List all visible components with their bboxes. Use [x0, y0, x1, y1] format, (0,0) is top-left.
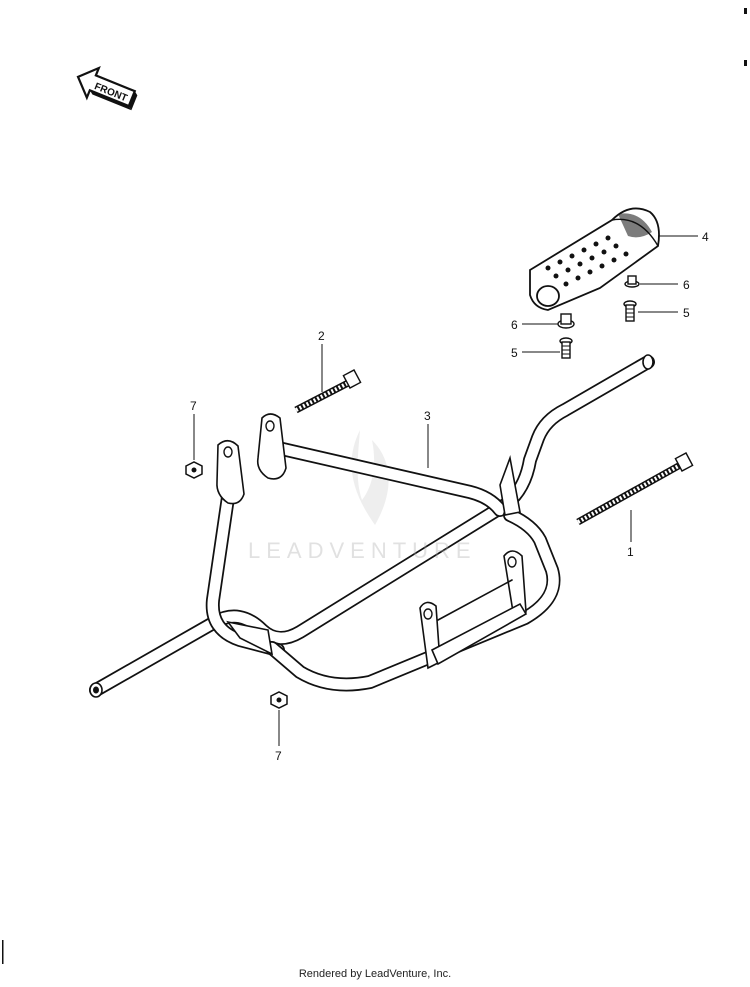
- callout-6-right: 6: [683, 278, 690, 292]
- footer-credit: Rendered by LeadVenture, Inc.: [298, 968, 452, 980]
- callout-4: 4: [702, 230, 709, 244]
- collar-part-6-right: [624, 275, 640, 288]
- watermark-logo-icon: [351, 430, 389, 525]
- edge-mark-bottom-left: [2, 940, 4, 964]
- callout-6-left: 6: [511, 318, 518, 332]
- front-arrow-icon: FRONT: [76, 65, 138, 111]
- edge-mark-upper: [744, 60, 747, 66]
- callout-7-lower: 7: [275, 749, 282, 763]
- nut-part-7-upper: [185, 461, 203, 479]
- callout-5-right: 5: [683, 306, 690, 320]
- callout-7-upper: 7: [190, 399, 197, 413]
- bolt-part-5-left: [559, 337, 573, 359]
- nut-part-7-lower: [270, 691, 288, 709]
- bolt-part-5-right: [623, 300, 637, 322]
- callout-2: 2: [318, 329, 325, 343]
- footrest-bar-assembly: [89, 354, 655, 698]
- callout-1: 1: [627, 545, 634, 559]
- collar-part-6-left: [557, 313, 575, 329]
- watermark-text: LEADVENTURE: [248, 538, 477, 563]
- callout-3: 3: [424, 409, 431, 423]
- callout-5-left: 5: [511, 346, 518, 360]
- bolt-part-1: [576, 452, 694, 526]
- bolt-part-2: [294, 369, 362, 414]
- edge-mark-top: [744, 8, 747, 14]
- footpeg-part-4: [529, 207, 660, 311]
